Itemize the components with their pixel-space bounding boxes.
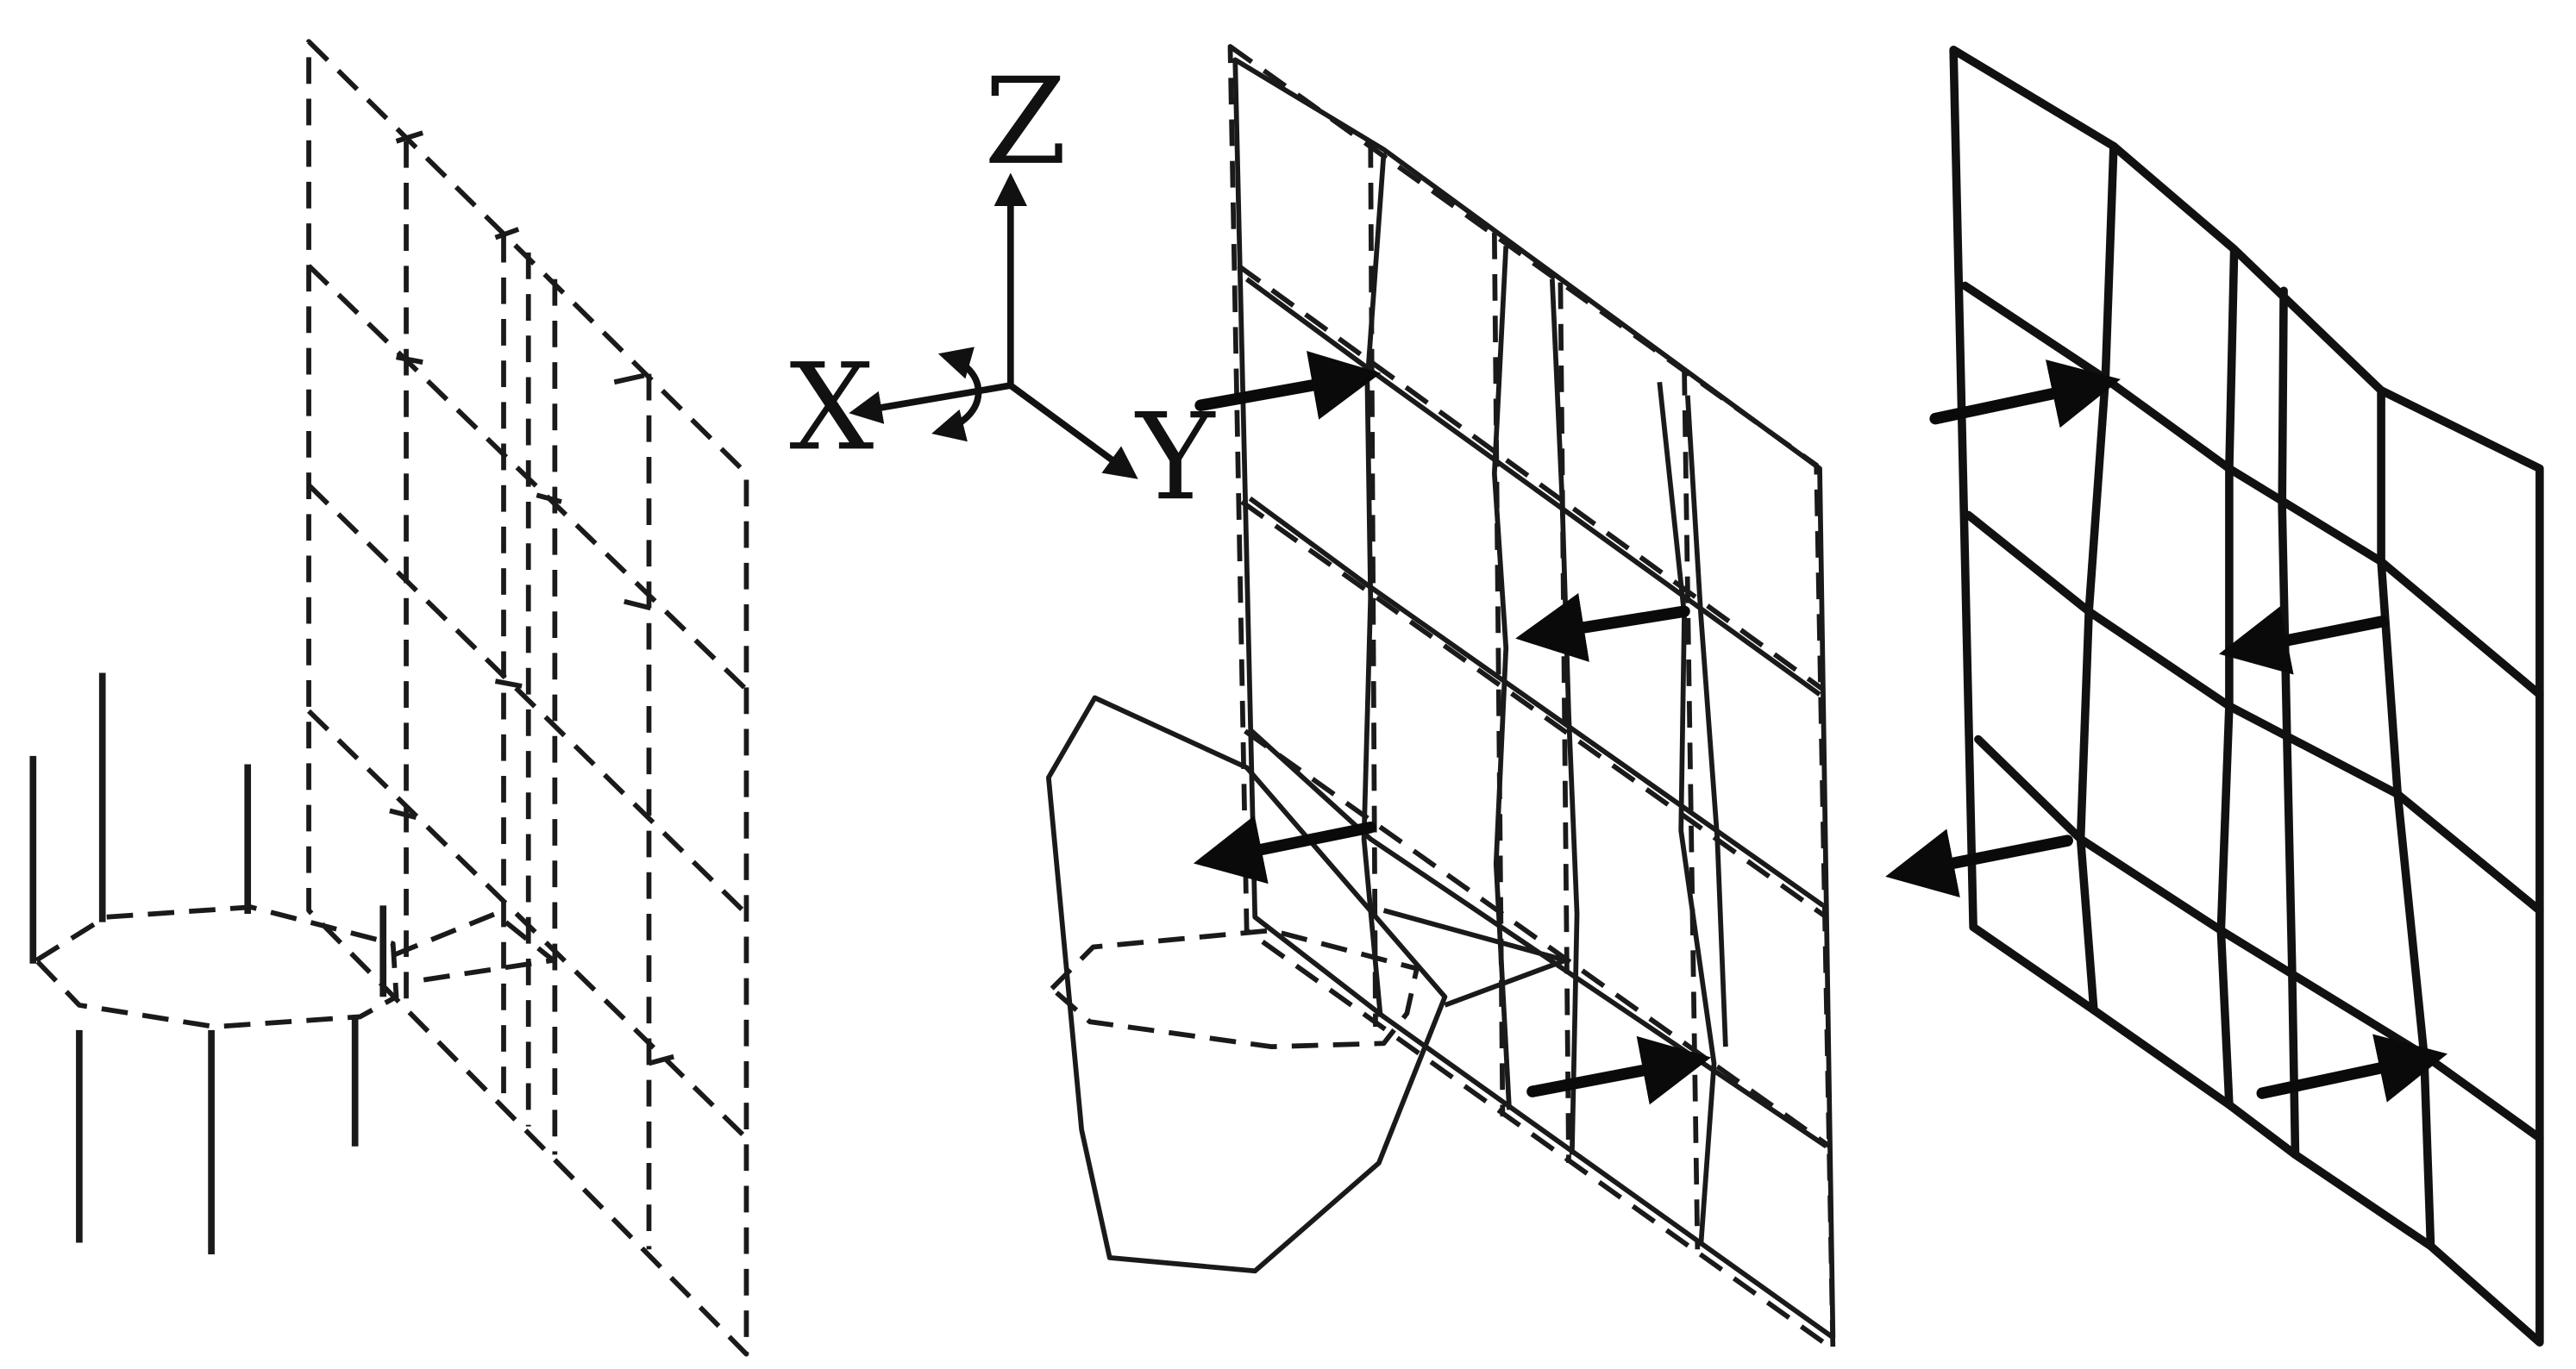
mesh-deformed (1949, 45, 2544, 1347)
force-arrows (1193, 351, 1712, 1105)
force-arrow-icon (1194, 351, 1382, 420)
mesh-undeformed (306, 39, 749, 1357)
mesh-deformed-solid (1232, 57, 1836, 1341)
force-arrows (1885, 359, 2448, 1103)
force-arrow-icon (1885, 828, 2073, 897)
force-arrow-icon (1515, 592, 1690, 662)
force-arrow-icon (1526, 1035, 1712, 1105)
support-posts (29, 672, 387, 1255)
base-connector (392, 911, 556, 983)
force-arrow-icon (1929, 359, 2121, 428)
panel-undeformed-mesh (29, 39, 749, 1357)
panel-deformed-overlay (1045, 44, 1836, 1352)
octagonal-base (34, 904, 399, 1029)
axis-label-x: X (789, 338, 874, 478)
force-arrow-icon (1193, 815, 1376, 885)
octagonal-base (1049, 928, 1420, 1050)
force-arrow-icon (2256, 1034, 2448, 1103)
axis-triad: Z X Y (789, 52, 1216, 527)
rotation-arrow-icon (931, 347, 982, 442)
axis-label-z: Z (984, 52, 1067, 191)
force-arrow-icon (2218, 606, 2389, 675)
panel-deformed-mesh (1885, 45, 2544, 1347)
support-pier (1045, 695, 1448, 1274)
